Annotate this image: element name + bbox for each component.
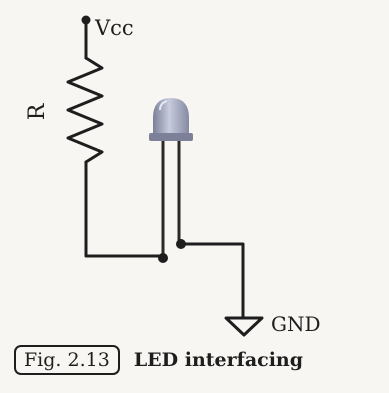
cathode-to-gnd-wire <box>179 242 245 320</box>
resistor-to-led-wire <box>84 160 165 258</box>
gnd-label: GND <box>271 312 321 336</box>
figure-caption: Fig. 2.13 LED interfacing <box>14 345 303 375</box>
resistor-symbol <box>66 56 104 164</box>
figure-number: Fig. 2.13 <box>14 345 120 375</box>
anode-junction-dot <box>158 253 168 263</box>
ground-symbol <box>224 316 264 337</box>
led-body <box>153 98 189 136</box>
led-component <box>149 98 193 258</box>
led-highlight <box>159 100 168 111</box>
led-rim <box>149 133 193 141</box>
resistor-label: R <box>25 102 50 120</box>
vcc-label: Vcc <box>94 16 134 40</box>
figure-title: LED interfacing <box>133 349 304 371</box>
